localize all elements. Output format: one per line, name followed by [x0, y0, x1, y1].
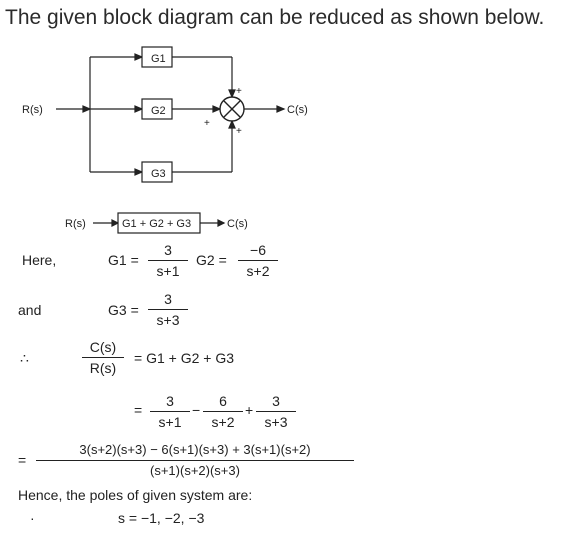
sign-left: +	[204, 118, 210, 129]
reduced-output-label: C(s)	[227, 218, 248, 230]
input-label: R(s)	[22, 104, 43, 116]
sign-bottom: +	[236, 126, 242, 137]
block-g2	[141, 98, 173, 120]
transfer-rhs: = G1 + G2 + G3	[134, 350, 235, 366]
combined-fraction: 3(s+2)(s+3) − 6(s+1)(s+3) + 3(s+1)(s+2)(…	[36, 441, 354, 480]
reduced-input-label: R(s)	[65, 218, 86, 230]
equals-sign-1: =	[134, 402, 143, 418]
here-label: Here,	[22, 252, 57, 268]
equals-sign-2: =	[18, 452, 27, 468]
sign-top: +	[236, 86, 242, 97]
poles-result: s = −1, −2, −3	[118, 510, 205, 526]
bullet-dot: ·	[30, 510, 35, 526]
block-g3	[141, 161, 173, 183]
output-label: C(s)	[287, 104, 308, 116]
conclusion-text: Hence, the poles of given system are:	[18, 487, 253, 503]
and-label: and	[18, 302, 42, 318]
plus-sign: +	[245, 402, 254, 418]
g1-label: G1	[151, 53, 166, 65]
transfer-fraction: C(s)R(s)	[82, 338, 124, 377]
page-heading: The given block diagram can be reduced a…	[5, 6, 545, 29]
g2-lhs: G2 =	[196, 252, 227, 268]
therefore-symbol: ∴	[20, 350, 29, 366]
block-g1	[141, 46, 173, 68]
g2-label: G2	[151, 105, 166, 117]
summing-junction	[219, 96, 245, 122]
block-sum	[117, 212, 201, 234]
g3-lhs: G3 =	[108, 302, 139, 318]
reduced-block-label: G1 + G2 + G3	[122, 218, 191, 230]
g3-label: G3	[151, 168, 166, 180]
minus-sign: −	[192, 402, 201, 418]
g1-lhs: G1 =	[108, 252, 139, 268]
